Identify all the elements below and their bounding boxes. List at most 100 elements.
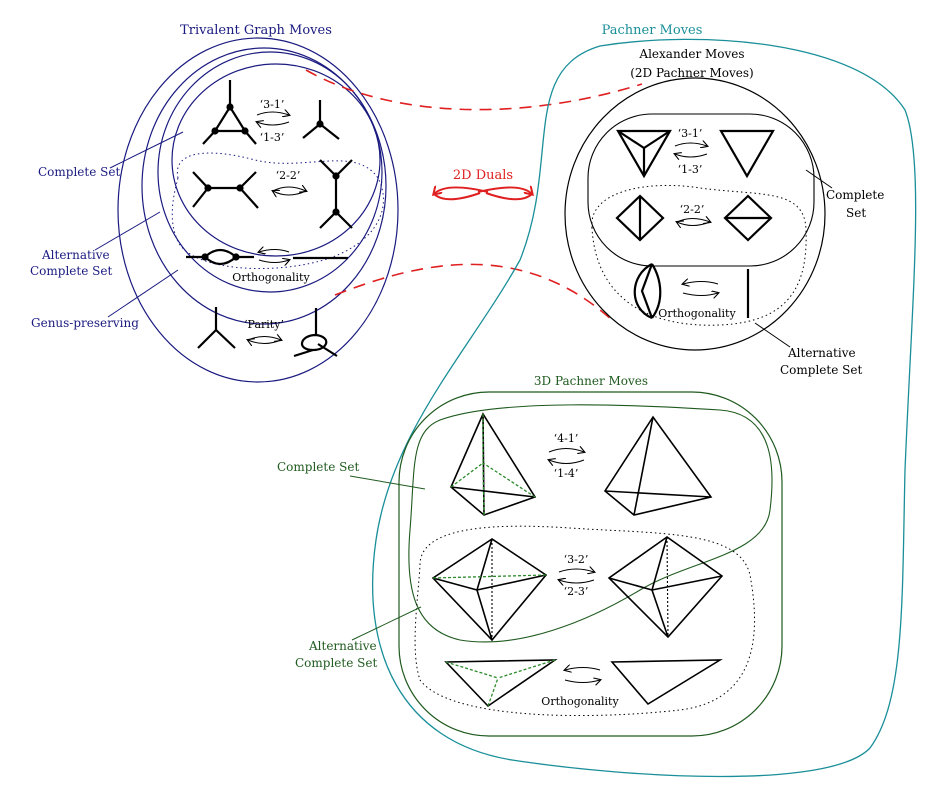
backward-arrow	[677, 222, 711, 226]
alexander-orthogonality-region	[591, 184, 807, 326]
forward-arrow	[564, 680, 600, 683]
forward-arrow	[247, 337, 281, 341]
leader-line	[754, 322, 791, 348]
backward-arrow	[248, 340, 282, 344]
vertex-dot	[316, 120, 324, 128]
rhombus-horizontal-diagonal-icon	[723, 194, 773, 242]
correspondence-dashed-upper	[305, 69, 643, 111]
move-31-label: ‘3-1’	[260, 98, 285, 111]
duals-arrow-lower	[485, 192, 533, 201]
leader-line	[351, 606, 422, 641]
leader-line	[94, 211, 161, 251]
alternative-complete-region	[157, 51, 383, 293]
pachner-move-31-label: ‘3-1’	[678, 127, 703, 140]
tetrahedron-icon	[603, 415, 713, 516]
i-graph-icon	[319, 159, 353, 229]
subdivided-tetrahedron-icon	[450, 412, 537, 516]
pachner-alternative-line2: Complete Set	[780, 363, 862, 377]
move-13-label: ‘1-3’	[260, 131, 285, 144]
pachner-complete-line2: Set	[846, 206, 866, 220]
genus-preserving-label: Genus-preserving	[31, 316, 139, 330]
pachner-complete-line1: Complete	[826, 188, 884, 202]
pachner-title: Pachner Moves	[602, 23, 703, 38]
backward-arrow	[273, 191, 307, 195]
move-22-label: ‘2-2’	[276, 169, 301, 182]
duals-label: 2D Duals	[453, 168, 513, 183]
pachner3d-alternative-line2: Complete Set	[295, 656, 377, 670]
hidden-edge	[666, 536, 669, 638]
trivalent-outer-region	[117, 37, 399, 383]
flat-triangle-icon	[610, 659, 723, 706]
triangle-graph-icon	[202, 80, 257, 145]
forward-arrow	[682, 293, 718, 296]
pachner3d-move-23-label: ‘2-3’	[564, 585, 589, 598]
vertex-dot	[332, 172, 340, 180]
vertex-dot	[226, 103, 234, 111]
backward-arrow	[683, 282, 719, 285]
trivalent-title: Trivalent Graph Moves	[180, 23, 332, 38]
forward-arrow	[674, 143, 707, 146]
lens-icon	[633, 263, 662, 320]
backward-arrow	[259, 250, 290, 253]
trivalent-orthogonality-region	[171, 152, 384, 270]
alexander-title-line1: Alexander Moves	[638, 47, 744, 61]
pachner-alternative-line1: Alternative	[787, 346, 856, 360]
parity-vertex-icon	[197, 307, 236, 349]
bipyramid-two-tetra-icon	[431, 538, 548, 642]
duals-arrow-right	[477, 187, 532, 194]
leader-line	[107, 269, 179, 318]
vertex-dot	[241, 127, 249, 135]
vertex-dot	[332, 208, 340, 216]
vertex-dot	[201, 253, 209, 261]
hidden-edge	[432, 574, 547, 579]
pachner-move-22-label: ‘2-2’	[680, 203, 705, 216]
complete-set-region	[171, 63, 381, 257]
bipyramid-three-tetra-icon	[607, 536, 724, 639]
pachner3d-title: 3D Pachner Moves	[534, 374, 648, 388]
backward-arrow	[565, 668, 601, 671]
parity-twisted-icon	[293, 308, 338, 358]
leader-line	[349, 475, 426, 490]
pachner3d-move-14-label: ‘1-4’	[554, 467, 579, 480]
vertex-dot	[232, 253, 240, 261]
alexander-region	[564, 77, 826, 351]
backward-arrow	[559, 580, 595, 583]
rhombus-vertical-diagonal-icon	[615, 194, 665, 242]
backward-arrow	[675, 154, 708, 157]
alexander-title-line2: (2D Pachner Moves)	[630, 66, 754, 80]
correspondence-dashed-lower	[334, 263, 613, 321]
pachner3d-orthogonality-label: Orthogonality	[541, 695, 619, 708]
forward-arrow	[258, 260, 289, 263]
forward-arrow	[256, 112, 289, 115]
trivalent-alternative-line1: Alternative	[41, 248, 110, 262]
pachner-section: Pachner Moves Alexander Moves (2D Pachne…	[372, 23, 917, 778]
forward-arrow	[272, 187, 306, 191]
vertex-dot	[211, 127, 219, 135]
trivalent-section: Trivalent Graph Moves ‘3-1’ ‘1-3’	[30, 23, 399, 383]
leader-line	[109, 131, 184, 169]
trivalent-vertex-icon	[302, 100, 340, 140]
forward-arrow	[548, 449, 584, 453]
h-graph-icon	[192, 171, 259, 209]
pachner-move-13-label: ‘1-3’	[678, 163, 703, 176]
pachner3d-complete-region	[408, 404, 773, 643]
pachner-outer-region	[372, 38, 917, 778]
vertex-dot	[204, 184, 212, 192]
pachner3d-region	[398, 391, 783, 737]
subdivided-triangle-icon	[616, 129, 672, 179]
parity-label: ‘Parity’	[244, 318, 284, 331]
pachner3d-orthogonality-region	[414, 525, 756, 717]
pachner-orthogonality-label: Orthogonality	[658, 307, 736, 320]
forward-arrow	[558, 569, 594, 572]
flat-tetrahedron-icon	[444, 659, 558, 708]
pachner3d-section: 3D Pachner Moves ‘4-1’ ‘1-4’	[277, 374, 783, 737]
forward-arrow	[676, 219, 710, 223]
triangle-icon	[719, 129, 775, 179]
pachner3d-alternative-line1: Alternative	[308, 639, 377, 653]
trivalent-alternative-line2: Complete Set	[30, 264, 112, 278]
duals-connector: 2D Duals	[305, 69, 643, 321]
alexander-complete-region	[587, 113, 815, 267]
genus-preserving-region	[141, 47, 387, 325]
